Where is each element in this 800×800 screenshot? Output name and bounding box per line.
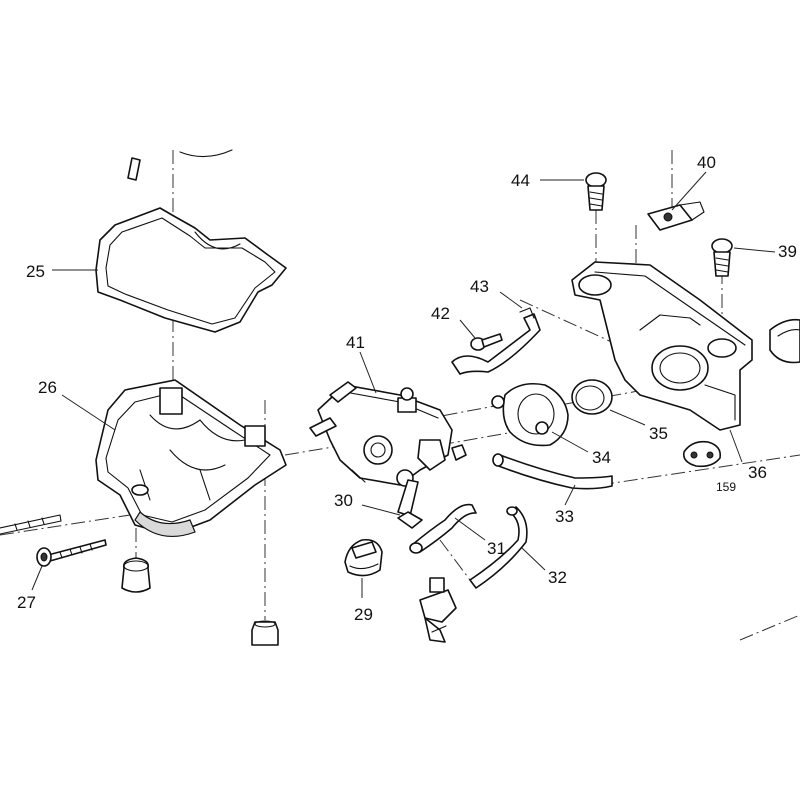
- callout-35: 35: [649, 424, 668, 443]
- throttle-bracket: [451, 307, 541, 375]
- screw-42: [470, 333, 503, 351]
- primer-bulb: [344, 538, 383, 577]
- fuel-hose-31: [409, 503, 477, 554]
- callout-30: 30: [334, 491, 353, 510]
- fuel-filter: [419, 577, 457, 643]
- callout-36: 36: [748, 463, 767, 482]
- long-screw: [36, 539, 107, 567]
- callout-29: 29: [354, 605, 373, 624]
- callout-43: 43: [470, 277, 489, 296]
- callout-39: 39: [778, 242, 797, 261]
- callout-33: 33: [555, 507, 574, 526]
- callout-44: 44: [511, 171, 530, 190]
- nut-bottom: [251, 620, 279, 646]
- callout-159: 159: [716, 480, 736, 494]
- callout-31: 31: [487, 539, 506, 558]
- sealing-ring: [571, 379, 613, 415]
- callout-34: 34: [592, 448, 611, 467]
- callout-labels: 25 26 27 29 30 31 32 33 34 35 36 39 40 4…: [17, 153, 797, 624]
- callout-42: 42: [431, 304, 450, 323]
- callout-32: 32: [548, 568, 567, 587]
- intake-bracket: [571, 261, 753, 431]
- screw-44: [585, 172, 607, 211]
- callout-25: 25: [26, 262, 45, 281]
- fuel-hose-32: [469, 506, 528, 589]
- impulse-hose: [492, 453, 613, 490]
- screw-39: [711, 238, 733, 277]
- callout-40: 40: [697, 153, 716, 172]
- leader-lines: [31, 171, 776, 598]
- air-filter-gasket: [95, 207, 287, 333]
- carburetor: [309, 381, 467, 517]
- ring-fragment: [769, 318, 800, 364]
- callout-26: 26: [38, 378, 57, 397]
- callout-41: 41: [346, 333, 365, 352]
- air-box-housing: [95, 379, 287, 538]
- intake-flange: [491, 382, 569, 447]
- screw-fragment: [0, 514, 62, 535]
- grommet-159: [682, 440, 722, 468]
- upper-part-fragment: [127, 149, 233, 181]
- callout-27: 27: [17, 593, 36, 612]
- fuel-hose-30: [397, 511, 423, 529]
- clip-nut: [647, 201, 705, 231]
- spacer-bushing: [121, 557, 151, 593]
